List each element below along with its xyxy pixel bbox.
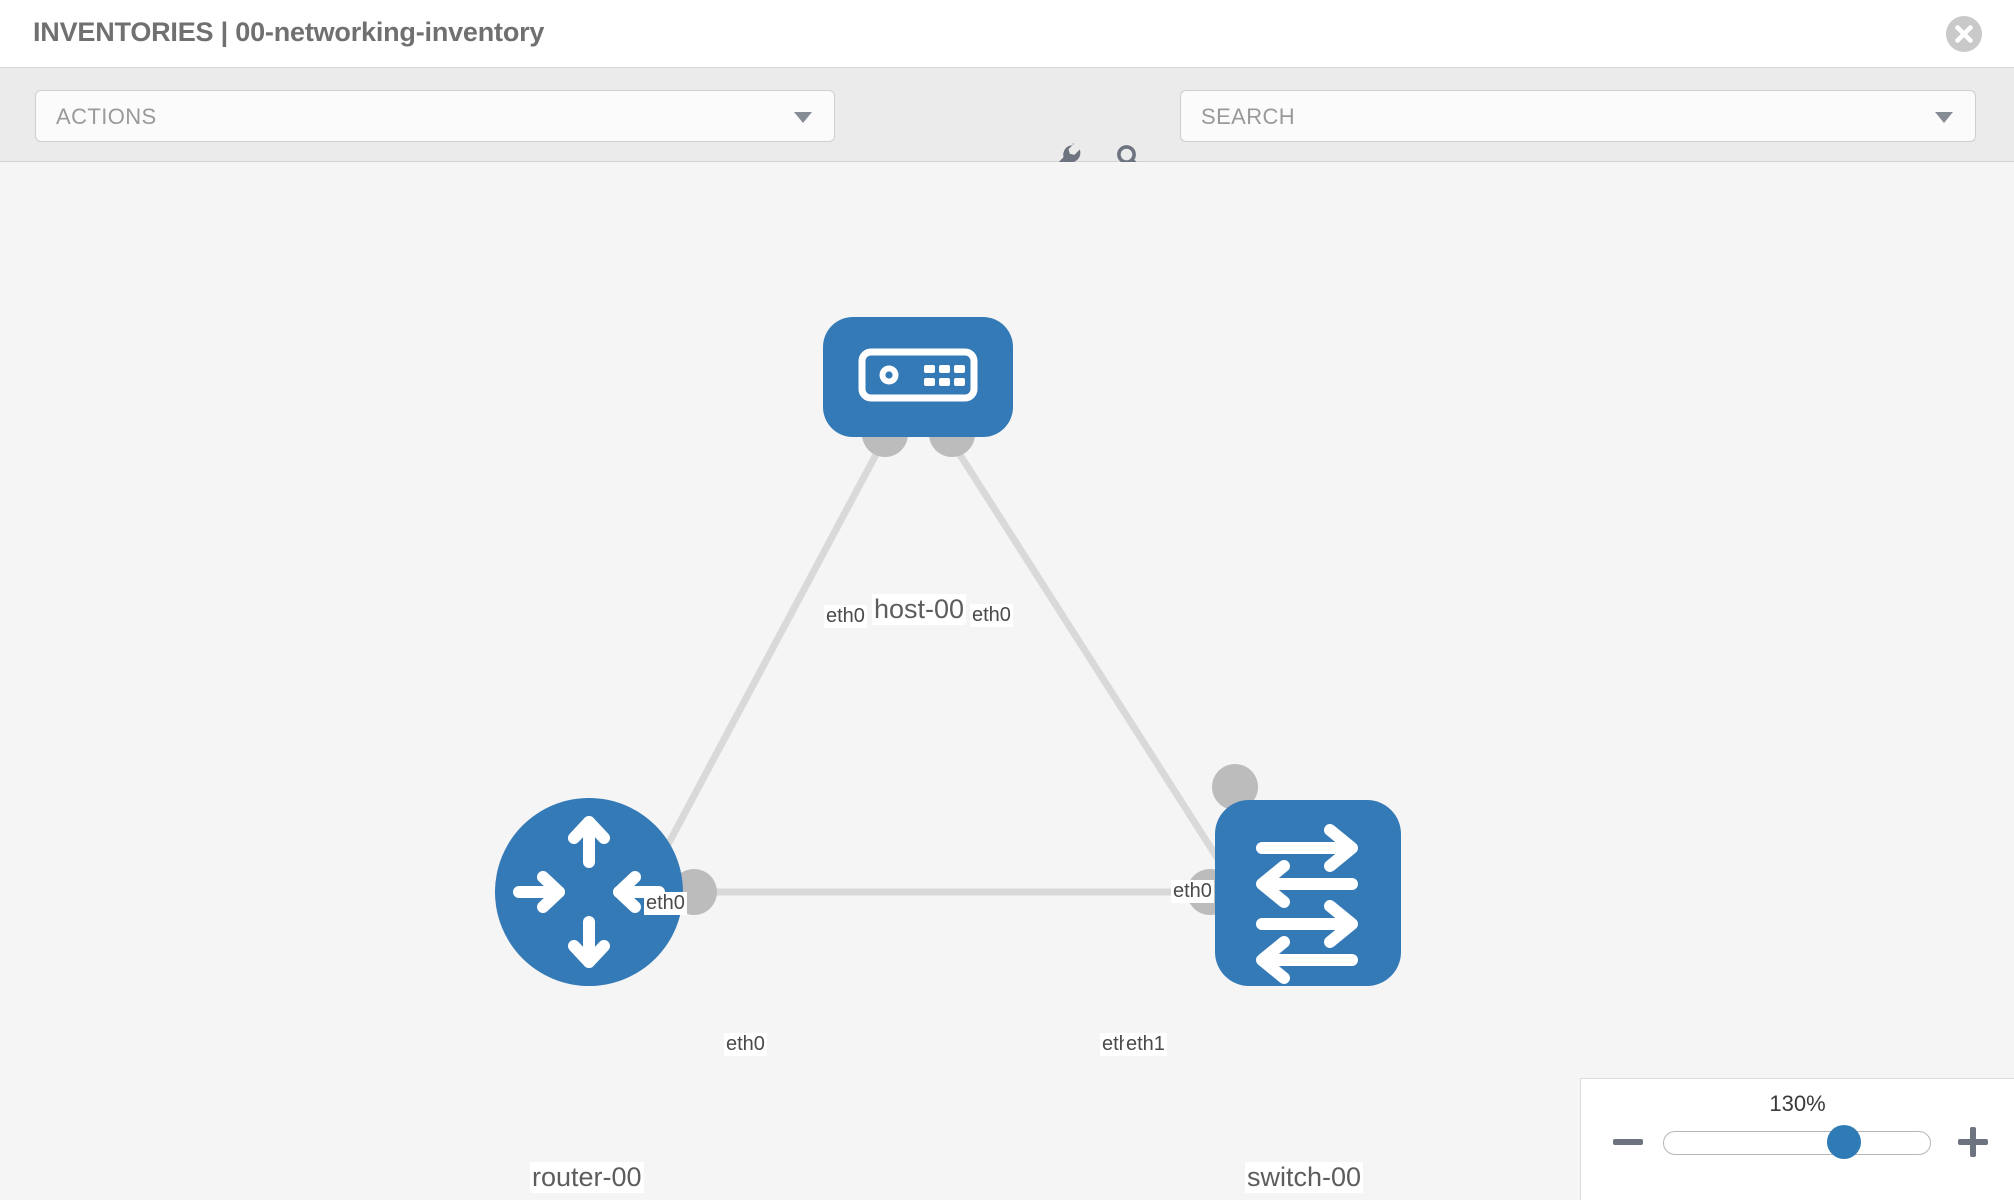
interface-label: eth0 [1171, 880, 1214, 903]
minus-icon [1613, 1139, 1643, 1145]
interface-label: eth1 [1124, 1033, 1167, 1056]
chevron-down-icon[interactable] [1935, 112, 1953, 123]
topology-links [636, 445, 1258, 919]
close-icon[interactable] [1946, 16, 1982, 52]
node-host-00[interactable] [823, 317, 1013, 437]
page-title: INVENTORIES | 00-networking-inventory [33, 17, 545, 47]
topology-canvas[interactable]: eth0 host-00 eth0 eth0 eth0 eth0 eth0 et… [0, 162, 2014, 1200]
page-header: INVENTORIES | 00-networking-inventory [0, 0, 2014, 68]
zoom-level-label: 130% [1769, 1091, 1826, 1116]
search-input[interactable] [1199, 91, 1903, 143]
link-host00-router00 [636, 445, 884, 899]
topology-graph [495, 317, 1401, 986]
node-switch-00[interactable] [1215, 800, 1401, 986]
actions-dropdown[interactable]: ACTIONS [35, 90, 835, 142]
zoom-out-button[interactable] [1611, 1125, 1645, 1159]
zoom-slider-track[interactable] [1663, 1131, 1931, 1155]
search-box[interactable] [1180, 90, 1976, 143]
plus-icon-vertical [1970, 1127, 1976, 1157]
interface-label: eth0 [970, 604, 1013, 627]
zoom-slider-thumb[interactable] [1827, 1125, 1862, 1159]
link-host00-switch00 [952, 445, 1258, 919]
connector-switch00-top [1212, 764, 1258, 810]
interface-label: eth0 [824, 605, 867, 628]
interface-label: eth0 [724, 1033, 767, 1056]
node-label-host-00: host-00 [872, 594, 967, 625]
actions-dropdown-label: ACTIONS [56, 104, 157, 129]
node-label-switch-00: switch-00 [1245, 1162, 1364, 1193]
interface-label: eth0 [644, 892, 687, 915]
toolbar: ACTIONS [0, 68, 2014, 176]
zoom-in-button[interactable] [1956, 1125, 1990, 1159]
node-router-00[interactable] [495, 798, 683, 986]
node-label-router-00: router-00 [530, 1162, 644, 1193]
zoom-control-panel: 130% [1580, 1078, 2014, 1200]
chevron-down-icon [794, 112, 812, 123]
topology-connectors [671, 411, 1258, 915]
